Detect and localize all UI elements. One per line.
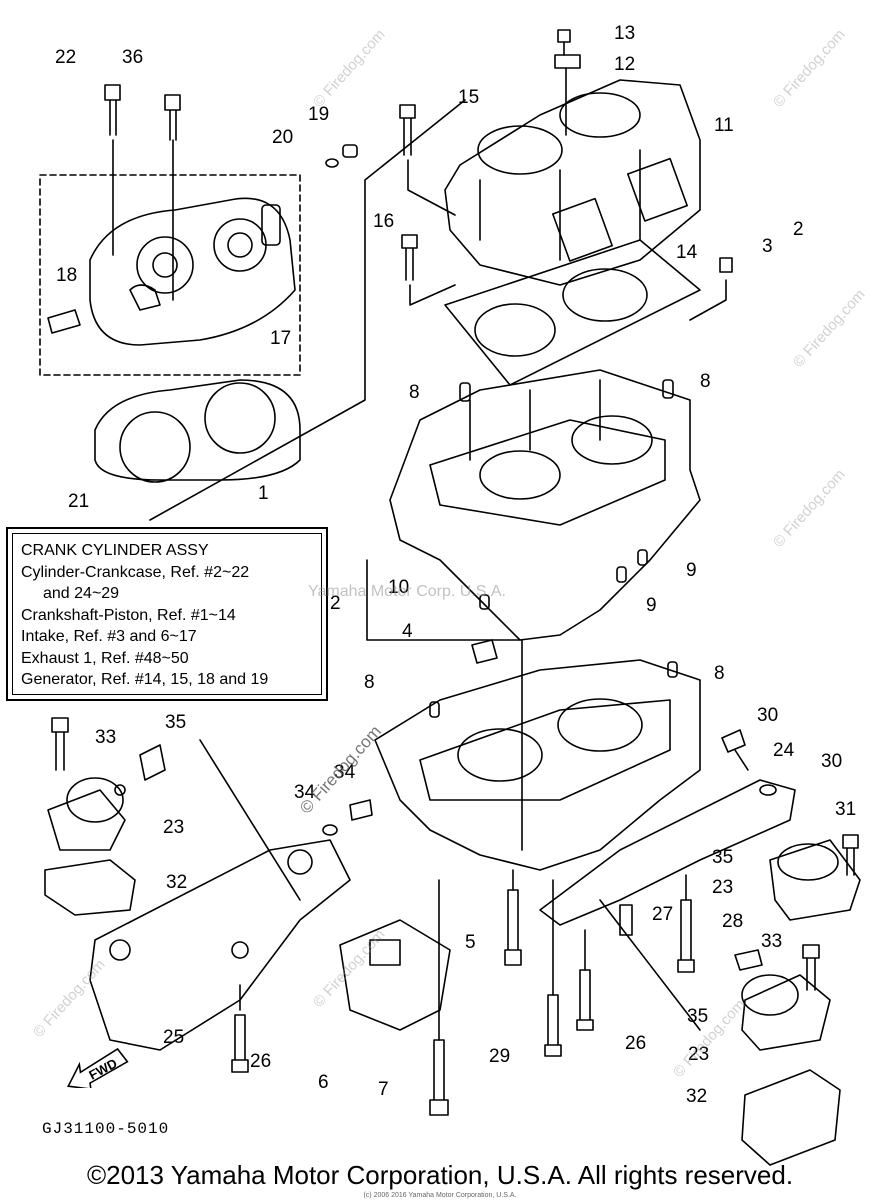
plug-18: [47, 309, 81, 334]
callout-26: 26: [625, 1033, 647, 1054]
mount-6: [339, 919, 451, 1031]
callout-11: 11: [714, 115, 734, 136]
callout-12: 12: [614, 54, 636, 75]
gasket-14: [444, 239, 701, 386]
callout-35: 35: [712, 847, 734, 868]
cylinder-head: [89, 197, 296, 346]
lower-crankcase: [374, 659, 701, 871]
callout-35: 35: [687, 1006, 709, 1027]
callout-23: 23: [688, 1044, 710, 1065]
callout-3: 3: [762, 236, 773, 257]
callout-10: 10: [388, 577, 410, 598]
mount-plate-24: [539, 779, 796, 926]
callout-30: 30: [821, 751, 843, 772]
callout-8: 8: [364, 672, 375, 693]
callout-23: 23: [163, 817, 185, 838]
callout-22: 22: [55, 47, 77, 68]
fwd-label: FWD: [86, 1055, 119, 1082]
callout-34: 34: [294, 782, 316, 803]
fine-print: (c) 2006 2016 Yamaha Motor Corporation, …: [363, 1192, 517, 1199]
callout-13: 13: [614, 23, 636, 44]
callout-18: 18: [56, 265, 78, 286]
legend-line: Crankshaft-Piston, Ref. #1~14: [21, 606, 236, 624]
callout-34: 34: [334, 762, 356, 783]
upper-crankcase: [389, 369, 701, 641]
callout-8: 8: [700, 371, 711, 392]
callout-15: 15: [458, 87, 480, 108]
cylinder-head-group-box: [39, 174, 301, 376]
callout-26: 26: [250, 1051, 272, 1072]
cylinder-block-11: [444, 79, 701, 286]
callout-28: 28: [722, 911, 744, 932]
legend-line: Exhaust 1, Ref. #48~50: [21, 649, 189, 667]
legend-line: and 24~29: [43, 585, 120, 602]
callout-17: 17: [270, 328, 292, 349]
callout-21: 21: [68, 491, 90, 512]
callout-5: 5: [465, 932, 476, 953]
mount-plate-25: [89, 839, 351, 1051]
callout-30: 30: [757, 705, 779, 726]
bolt-22: [104, 84, 121, 136]
callout-25: 25: [163, 1027, 185, 1048]
callout-6: 6: [318, 1072, 329, 1093]
legend-line: Generator, Ref. #14, 15, 18 and 19: [21, 671, 269, 688]
callout-7: 7: [378, 1079, 389, 1100]
legend-line: Intake, Ref. #3 and 6~17: [21, 628, 197, 645]
fwd-arrow-icon: FWD: [67, 1048, 129, 1088]
callout-8: 8: [409, 382, 420, 403]
callout-9: 9: [646, 595, 657, 616]
callout-19: 19: [308, 104, 330, 125]
callout-33: 33: [761, 931, 783, 952]
copyright-notice: ©2013 Yamaha Motor Corporation, U.S.A. A…: [86, 1160, 794, 1190]
callout-24: 24: [773, 740, 795, 761]
callout-4: 4: [402, 621, 413, 642]
callout-33: 33: [95, 727, 117, 748]
callout-35: 35: [165, 712, 187, 733]
callout-32: 32: [166, 872, 188, 893]
callout-27: 27: [652, 904, 674, 925]
legend-line: Cylinder-Crankcase, Ref. #2~22: [21, 563, 250, 581]
callout-20: 20: [272, 127, 294, 148]
callout-29: 29: [489, 1046, 511, 1067]
callout-8: 8: [714, 663, 725, 684]
drawing-code: GJ31100-5010: [42, 1120, 170, 1138]
callout-9: 9: [686, 560, 697, 581]
callout-23: 23: [712, 877, 734, 898]
callout-2: 2: [793, 219, 804, 240]
callout-31: 31: [835, 799, 857, 820]
legend-title: CRANK CYLINDER ASSY: [21, 542, 209, 559]
bolt-36: [164, 94, 181, 141]
callout-14: 14: [676, 242, 698, 263]
callout-36: 36: [122, 47, 144, 68]
head-gasket-21: [94, 379, 301, 481]
watermark-yamaha: Yamaha Motor Corp. U.S.A.: [308, 583, 506, 600]
callout-1: 1: [258, 483, 269, 504]
callout-16: 16: [373, 211, 395, 232]
callout-32: 32: [686, 1086, 708, 1107]
callout-2: 2: [330, 593, 341, 614]
legend-box: CRANK CYLINDER ASSY Cylinder-Crankcase, …: [6, 527, 328, 701]
